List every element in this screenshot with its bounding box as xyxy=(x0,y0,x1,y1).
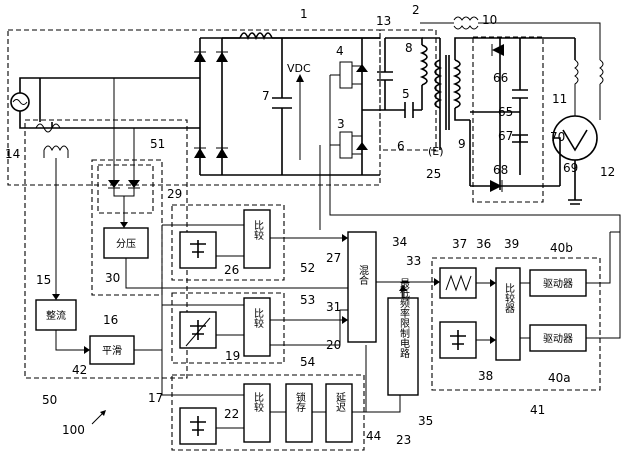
ref-25: 25 xyxy=(426,167,441,181)
ref-50: 50 xyxy=(42,393,57,407)
ref-67: 67 xyxy=(498,129,513,143)
ref-33: 33 xyxy=(406,254,421,268)
enclosure-41 xyxy=(431,257,601,391)
enclosure-1 xyxy=(7,29,381,186)
transformer-secondary xyxy=(452,59,461,109)
comparator-39 xyxy=(495,267,521,361)
diode-bridge-1 xyxy=(194,52,206,62)
delay-label: 延迟 xyxy=(334,392,346,412)
resonant-inductor xyxy=(419,44,428,86)
enclosure-54 xyxy=(171,374,365,451)
rectifier-box xyxy=(35,299,77,331)
ref-66: 66 xyxy=(493,71,508,85)
ref-27: 27 xyxy=(326,251,341,265)
mosfet-upper xyxy=(339,61,353,89)
rectifier-label: 整流 xyxy=(46,309,66,322)
min-freq-label: 最低频率限制电路 xyxy=(398,278,410,359)
ref-36: 36 xyxy=(476,237,491,251)
divider-label: 分压 xyxy=(116,238,136,250)
ground-e-label: (E) xyxy=(428,145,444,158)
smoothing-label: 平滑 xyxy=(102,345,122,357)
ref-13: 13 xyxy=(376,14,391,28)
ref-7: 7 xyxy=(262,89,270,103)
ref-5: 5 xyxy=(402,87,410,101)
smoothing-box xyxy=(89,335,135,365)
ref-54: 54 xyxy=(300,355,315,369)
delay-box xyxy=(325,383,353,443)
ref-17: 17 xyxy=(148,391,163,405)
ref-30: 30 xyxy=(105,271,120,285)
comp54-label: 比较 xyxy=(252,392,264,413)
ref-34: 34 xyxy=(392,235,407,249)
ref-52: 52 xyxy=(300,261,315,275)
divider-box xyxy=(103,227,149,259)
vdc-label: VDC xyxy=(287,62,311,75)
diode-bridge-4 xyxy=(216,148,228,158)
diode-66 xyxy=(492,44,504,56)
ref-44: 44 xyxy=(366,429,381,443)
ref-53: 53 xyxy=(300,293,315,307)
comp52-label: 比较 xyxy=(252,220,264,241)
ref-9: 9 xyxy=(458,137,466,151)
ref-23: 23 xyxy=(396,433,411,447)
comp53-label: 比较 xyxy=(252,308,264,329)
labels: VDC (E) 1 2 3 4 5 6 7 8 9 10 11 12 13 14… xyxy=(5,3,615,447)
ref-10: 10 xyxy=(482,13,497,27)
ref-40a: 40a xyxy=(548,371,571,385)
ref-14: 14 xyxy=(5,147,20,161)
ref-15: 15 xyxy=(36,273,51,287)
mixer-label: 混合 xyxy=(357,265,369,286)
ref-38: 38 xyxy=(478,369,493,383)
comparator-54 xyxy=(243,383,271,443)
boost-inductor xyxy=(239,32,273,41)
ref-51: 51 xyxy=(150,137,165,151)
ref-39: 39 xyxy=(504,237,519,251)
latch-label: 锁存 xyxy=(294,391,306,412)
ref-37: 37 xyxy=(452,237,467,251)
enclosure-52 xyxy=(171,204,285,281)
ref-8: 8 xyxy=(405,41,413,55)
comparator-53 xyxy=(243,297,271,357)
driver-40b xyxy=(529,269,587,297)
enclosure-11 xyxy=(472,36,544,203)
ref-20: 20 xyxy=(326,338,341,352)
ref-12: 12 xyxy=(600,165,615,179)
ref-19: 19 xyxy=(225,349,240,363)
ref-29: 29 xyxy=(167,187,182,201)
ref-26: 26 xyxy=(224,263,239,277)
transformer-primary xyxy=(434,59,443,109)
ref-1: 1 xyxy=(300,7,308,21)
mosfet-lower xyxy=(339,131,353,159)
driver-40a-label: 驱动器 xyxy=(543,333,573,345)
comparator39-label: 比较器 xyxy=(503,283,515,314)
ref-16: 16 xyxy=(103,313,118,327)
latch-box xyxy=(285,383,313,443)
ref-6: 6 xyxy=(397,139,405,153)
ref-3: 3 xyxy=(337,117,345,131)
enclosure-53 xyxy=(171,292,285,364)
diode-bridge-2 xyxy=(216,52,228,62)
ref-100: 100 xyxy=(62,423,85,437)
driver-40a xyxy=(529,324,587,352)
diode-bridge-3 xyxy=(194,148,206,158)
ref-70: 70 xyxy=(550,130,565,144)
ref-65: 65 xyxy=(498,105,513,119)
ref-35: 35 xyxy=(418,414,433,428)
driver-40b-label: 驱动器 xyxy=(543,278,573,290)
ref-22: 22 xyxy=(224,407,239,421)
ref-11: 11 xyxy=(552,92,567,106)
ref-31: 31 xyxy=(326,300,341,314)
min-freq-box xyxy=(387,297,419,396)
ref-41: 41 xyxy=(530,403,545,417)
ref-40b: 40b xyxy=(550,241,573,255)
comparator-52 xyxy=(243,209,271,269)
ref-4: 4 xyxy=(336,44,344,58)
ref-2: 2 xyxy=(412,3,420,17)
ref-69: 69 xyxy=(563,161,578,175)
enclosure-29 xyxy=(97,164,154,214)
ref-68: 68 xyxy=(493,163,508,177)
mixer-box xyxy=(347,231,377,343)
ref-42: 42 xyxy=(72,363,87,377)
